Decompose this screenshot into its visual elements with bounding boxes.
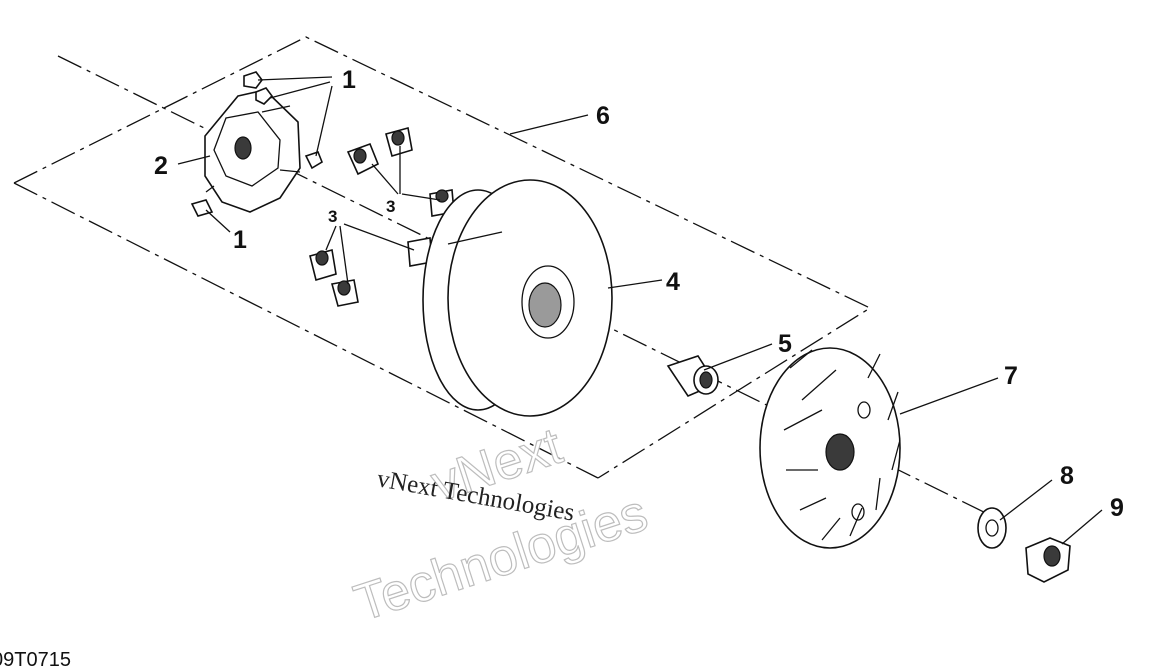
bushing-part bbox=[666, 355, 719, 397]
callout-8: 8 bbox=[1060, 462, 1074, 490]
assembly-boundary bbox=[13, 36, 872, 479]
reference-code: 09T0715 bbox=[0, 649, 71, 669]
callout-2: 2 bbox=[154, 152, 168, 180]
callout-5: 5 bbox=[778, 330, 792, 358]
callout-9: 9 bbox=[1110, 494, 1124, 522]
slider-part bbox=[190, 71, 323, 217]
watermark-outline: vNext Technologies bbox=[347, 416, 655, 633]
callout-6: 6 bbox=[596, 102, 610, 130]
callout-labels: 1 1 2 3 3 4 5 6 7 8 9 bbox=[154, 66, 1124, 522]
callout-4: 4 bbox=[666, 268, 680, 296]
nut-part bbox=[1025, 537, 1071, 583]
ramp-plate-part bbox=[204, 89, 301, 213]
callout-3-upper: 3 bbox=[386, 197, 395, 216]
leader-lines bbox=[177, 76, 1103, 545]
callout-7: 7 bbox=[1004, 362, 1018, 390]
drive-face-part bbox=[422, 179, 613, 417]
fan-face-part bbox=[759, 347, 901, 549]
callout-3-lower: 3 bbox=[328, 207, 337, 226]
callout-1-top: 1 bbox=[342, 66, 356, 94]
washer-part bbox=[977, 507, 1007, 549]
callout-1-bottom: 1 bbox=[233, 226, 247, 254]
